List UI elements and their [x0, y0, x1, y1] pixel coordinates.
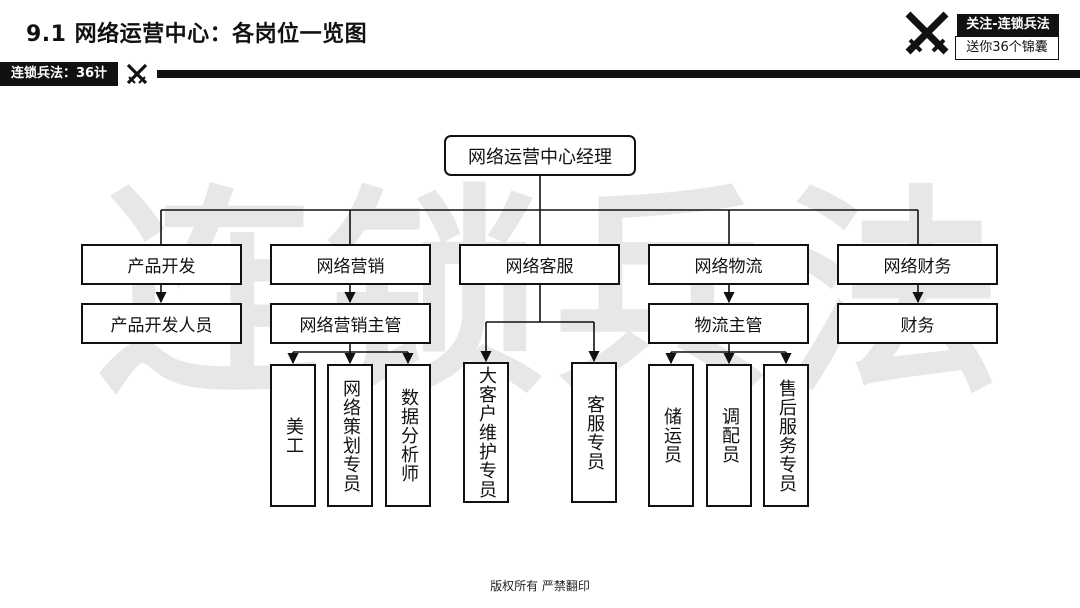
copyright-footer: 版权所有 严禁翻印	[490, 579, 590, 593]
role-node: 数据分析师	[385, 364, 431, 507]
dept-finance-node: 网络财务	[837, 244, 998, 285]
header-divider	[157, 70, 1080, 78]
sub-marketing-lead-node: 网络营销主管	[270, 303, 431, 344]
follow-badge: 关注-连锁兵法	[957, 14, 1059, 36]
page-title: 9.1 网络运营中心：各岗位一览图	[26, 22, 368, 47]
sub-product-staff-node: 产品开发人员	[81, 303, 242, 344]
role-label: 数据分析师	[398, 388, 419, 483]
dept-marketing-node: 网络营销	[270, 244, 431, 285]
role-label: 售后服务专员	[776, 378, 797, 493]
role-label: 大客户维护专员	[476, 366, 497, 499]
role-node: 售后服务专员	[763, 364, 809, 507]
role-label: 美工	[283, 416, 304, 455]
role-node: 客服专员	[571, 362, 617, 503]
role-node: 网络策划专员	[327, 364, 373, 507]
org-root-node: 网络运营中心经理	[444, 135, 636, 176]
sub-logistics-lead-node: 物流主管	[648, 303, 809, 344]
role-label: 客服专员	[584, 394, 605, 471]
sub-finance-node: 财务	[837, 303, 998, 344]
role-label: 网络策划专员	[340, 378, 361, 493]
dept-service-node: 网络客服	[459, 244, 620, 285]
role-label: 储运员	[661, 407, 682, 464]
role-node: 大客户维护专员	[463, 362, 509, 503]
dept-product-node: 产品开发	[81, 244, 242, 285]
role-label: 调配员	[719, 407, 740, 464]
crossed-swords-icon	[905, 11, 949, 55]
series-tag: 连锁兵法：36计	[0, 62, 118, 86]
role-node: 储运员	[648, 364, 694, 507]
crossed-swords-icon	[126, 63, 148, 85]
role-node: 美工	[270, 364, 316, 507]
dept-logistics-node: 网络物流	[648, 244, 809, 285]
watermark: 连锁兵法	[96, 167, 1009, 423]
gift-badge: 送你36个锦囊	[955, 36, 1059, 60]
role-node: 调配员	[706, 364, 752, 507]
